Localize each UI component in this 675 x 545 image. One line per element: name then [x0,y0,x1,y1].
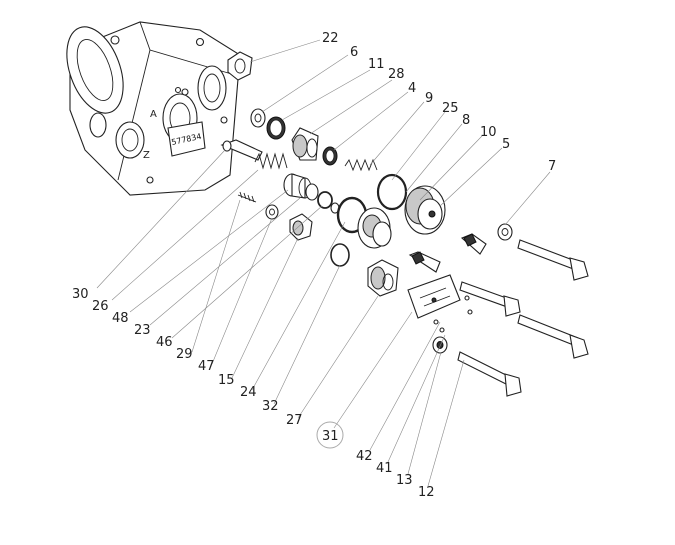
callout-15: 15 [218,373,235,388]
part-6-washer [250,108,266,128]
leader-lines [96,39,551,487]
part-24-seal [330,243,350,267]
bolt-lower [457,351,522,397]
part-41-screw [408,251,441,273]
callout-5: 5 [502,137,510,152]
part-11-o-ring [266,116,286,140]
callout-46: 46 [156,335,173,350]
part-13-washer [432,336,448,354]
part-4-seal-ring [322,146,338,166]
part-32-adapter [367,259,399,297]
callout-7: 7 [548,159,556,174]
callout-labels: 22 6 11 28 4 9 25 8 10 5 7 30 26 48 23 4… [72,31,556,500]
part-26-spring [254,152,288,170]
part-5-cover [404,185,446,235]
callout-31-circle [316,421,344,449]
part-nameplate-rivets [433,295,473,333]
part-27-nameplate [407,274,461,319]
callout-24: 24 [240,385,257,400]
callout-29: 29 [176,347,193,362]
callout-42: 42 [356,449,373,464]
part-28-plug [291,127,319,161]
housing-mark-z: Z [143,150,150,161]
callout-25: 25 [442,101,459,116]
part-10-valve-disc [357,207,392,249]
callout-28: 28 [388,67,405,82]
part-9-spring [344,158,378,172]
callout-12: 12 [418,485,435,500]
callout-41: 41 [376,461,393,476]
part-22-fitting [227,51,253,81]
callout-26: 26 [92,299,109,314]
part-15-nut [289,213,313,241]
part-29-stud [237,191,257,203]
part-30-pin [220,139,263,161]
callout-9: 9 [425,91,433,106]
callout-27: 27 [286,413,303,428]
part-42-screw [460,233,487,255]
callout-11: 11 [368,57,385,72]
callout-48: 48 [112,311,129,326]
callout-8: 8 [462,113,470,128]
callout-32: 32 [262,399,279,414]
part-48-piston [283,173,312,199]
callout-6: 6 [350,45,358,60]
callout-47: 47 [198,359,215,374]
part-8-o-ring-large [376,173,408,211]
callout-31: 31 [322,429,339,444]
pump-housing: 577834 A Z [66,21,241,196]
bolt-upper-middle [459,281,521,317]
callout-22: 22 [322,31,339,46]
part-46-circlip [317,191,340,214]
callout-23: 23 [134,323,151,338]
bolt-upper [517,239,589,281]
callout-4: 4 [408,81,416,96]
bolt-lower-middle [517,314,589,359]
callout-30: 30 [72,287,89,302]
callout-10: 10 [480,125,497,140]
part-23-ring [305,183,319,201]
callout-13: 13 [396,473,413,488]
part-47-washer [265,204,279,220]
part-7-washer [497,223,513,241]
housing-mark-a: A [150,109,157,120]
